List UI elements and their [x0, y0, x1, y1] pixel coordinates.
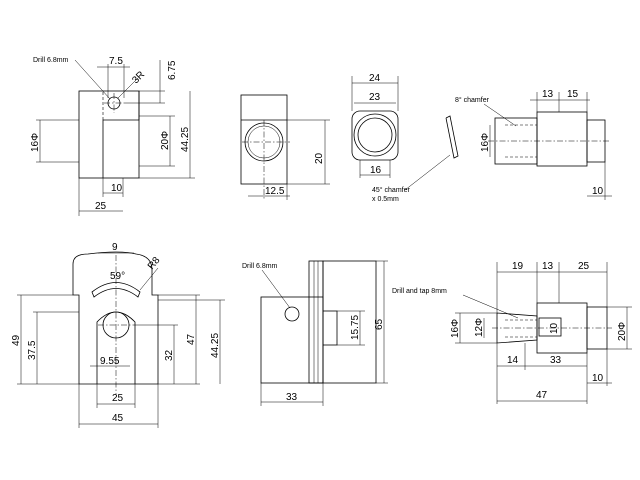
dim-24: 24	[369, 73, 381, 84]
dim-19: 19	[512, 261, 524, 272]
bore-inner	[247, 125, 281, 159]
yoke-outline	[72, 251, 159, 385]
dim-9: 9	[112, 242, 118, 253]
tapped-hole	[538, 317, 562, 337]
radius-leader	[117, 77, 139, 99]
dim-15: 15	[567, 89, 579, 100]
dim-r8: R8	[146, 255, 163, 272]
dim-12-5: 12.5	[265, 186, 285, 197]
view-shaft-top-right: 8° chamfer 13 15 16Φ 10	[455, 89, 612, 200]
dim-7-5: 7.5	[109, 56, 123, 67]
dim-16phi-v4: 16Φ	[480, 133, 491, 152]
view-side-top-middle: 20 12.5	[240, 94, 330, 200]
view-ring-top: 24 23 16 45° chamfer x 0.5mm	[351, 73, 459, 203]
dim-20phi-v7: 20Φ	[617, 322, 628, 341]
dim-44-25-v5: 44.25	[210, 333, 221, 358]
dim-47-v7: 47	[536, 390, 548, 401]
dim-6-75: 6.75	[167, 60, 178, 80]
ring-inner	[357, 117, 393, 153]
dim-10-v7: 10	[592, 373, 604, 384]
dim-16phi: 16Φ	[30, 133, 41, 152]
dim-44-25: 44.25	[180, 127, 191, 152]
dim-32: 32	[164, 349, 175, 361]
part-outline	[240, 94, 288, 185]
dim-59deg: 59°	[110, 271, 125, 282]
chamfer-leader	[404, 154, 451, 191]
dim-13-v7: 13	[542, 261, 554, 272]
dim-25-v7: 25	[578, 261, 590, 272]
dim-15-75: 15.75	[350, 315, 361, 340]
drill-leader	[261, 269, 291, 309]
dim-37-5: 37.5	[27, 340, 38, 360]
view-front-top-left: Drill 6.8mm 7.5 3R 6.75 16Φ 20Φ 44.25 10	[30, 56, 195, 216]
dim-10: 10	[111, 183, 123, 194]
dim-12phi: 12Φ	[474, 318, 485, 337]
part-outline	[78, 90, 140, 179]
dim-10-v4: 10	[592, 186, 604, 197]
step-edge	[102, 91, 140, 178]
drill-leader	[74, 59, 111, 100]
drill-hole	[284, 306, 300, 322]
chamfer-note-2: x 0.5mm	[372, 196, 399, 203]
drill-note-v6: Drill 6.8mm	[242, 263, 278, 270]
boss	[322, 310, 338, 346]
dim-49: 49	[11, 334, 22, 346]
view-shaft-bottom-right: 19 13 25 Drill and tap 8mm 16Φ 12Φ 10 20…	[392, 261, 632, 404]
drill-note: Drill 6.8mm	[33, 57, 69, 64]
chamfer-note-1: 45° chamfer	[372, 186, 410, 194]
dim-47: 47	[186, 333, 197, 345]
dim-16: 16	[370, 165, 382, 176]
dim-3r: 3R	[130, 69, 147, 86]
radius-leader	[139, 267, 159, 291]
chamfer-note: 8° chamfer	[455, 96, 490, 104]
curved-slot	[91, 282, 141, 298]
dim-25-v5: 25	[112, 393, 124, 404]
dim-10-hole: 10	[549, 322, 560, 334]
plate-outline	[260, 296, 324, 384]
dim-25: 25	[95, 201, 107, 212]
view-side-bottom-middle: Drill 6.8mm 15.75 65 33	[242, 260, 388, 406]
dim-16phi-v7: 16Φ	[450, 319, 461, 338]
dim-20phi: 20Φ	[160, 131, 171, 150]
dim-65: 65	[374, 318, 385, 330]
ring-outline	[351, 110, 399, 161]
dim-13: 13	[542, 89, 554, 100]
washer-side	[445, 115, 459, 159]
dim-33-v6: 33	[286, 392, 298, 403]
flange	[308, 260, 324, 384]
dim-45: 45	[112, 413, 124, 424]
view-yoke-bottom-left: 9 59° R8 49 37.5 9.55 32 47 44.25 25	[11, 242, 225, 428]
chamfer-leader	[483, 103, 517, 127]
shaft-mid	[536, 111, 588, 167]
dim-9-55: 9.55	[100, 356, 120, 367]
tap-leader	[462, 294, 519, 319]
ring-outer	[353, 113, 397, 157]
tap-note: Drill and tap 8mm	[392, 288, 447, 295]
dim-33-v7: 33	[550, 355, 562, 366]
dim-23: 23	[369, 92, 381, 103]
dim-14: 14	[507, 355, 519, 366]
dim-20: 20	[314, 152, 325, 164]
